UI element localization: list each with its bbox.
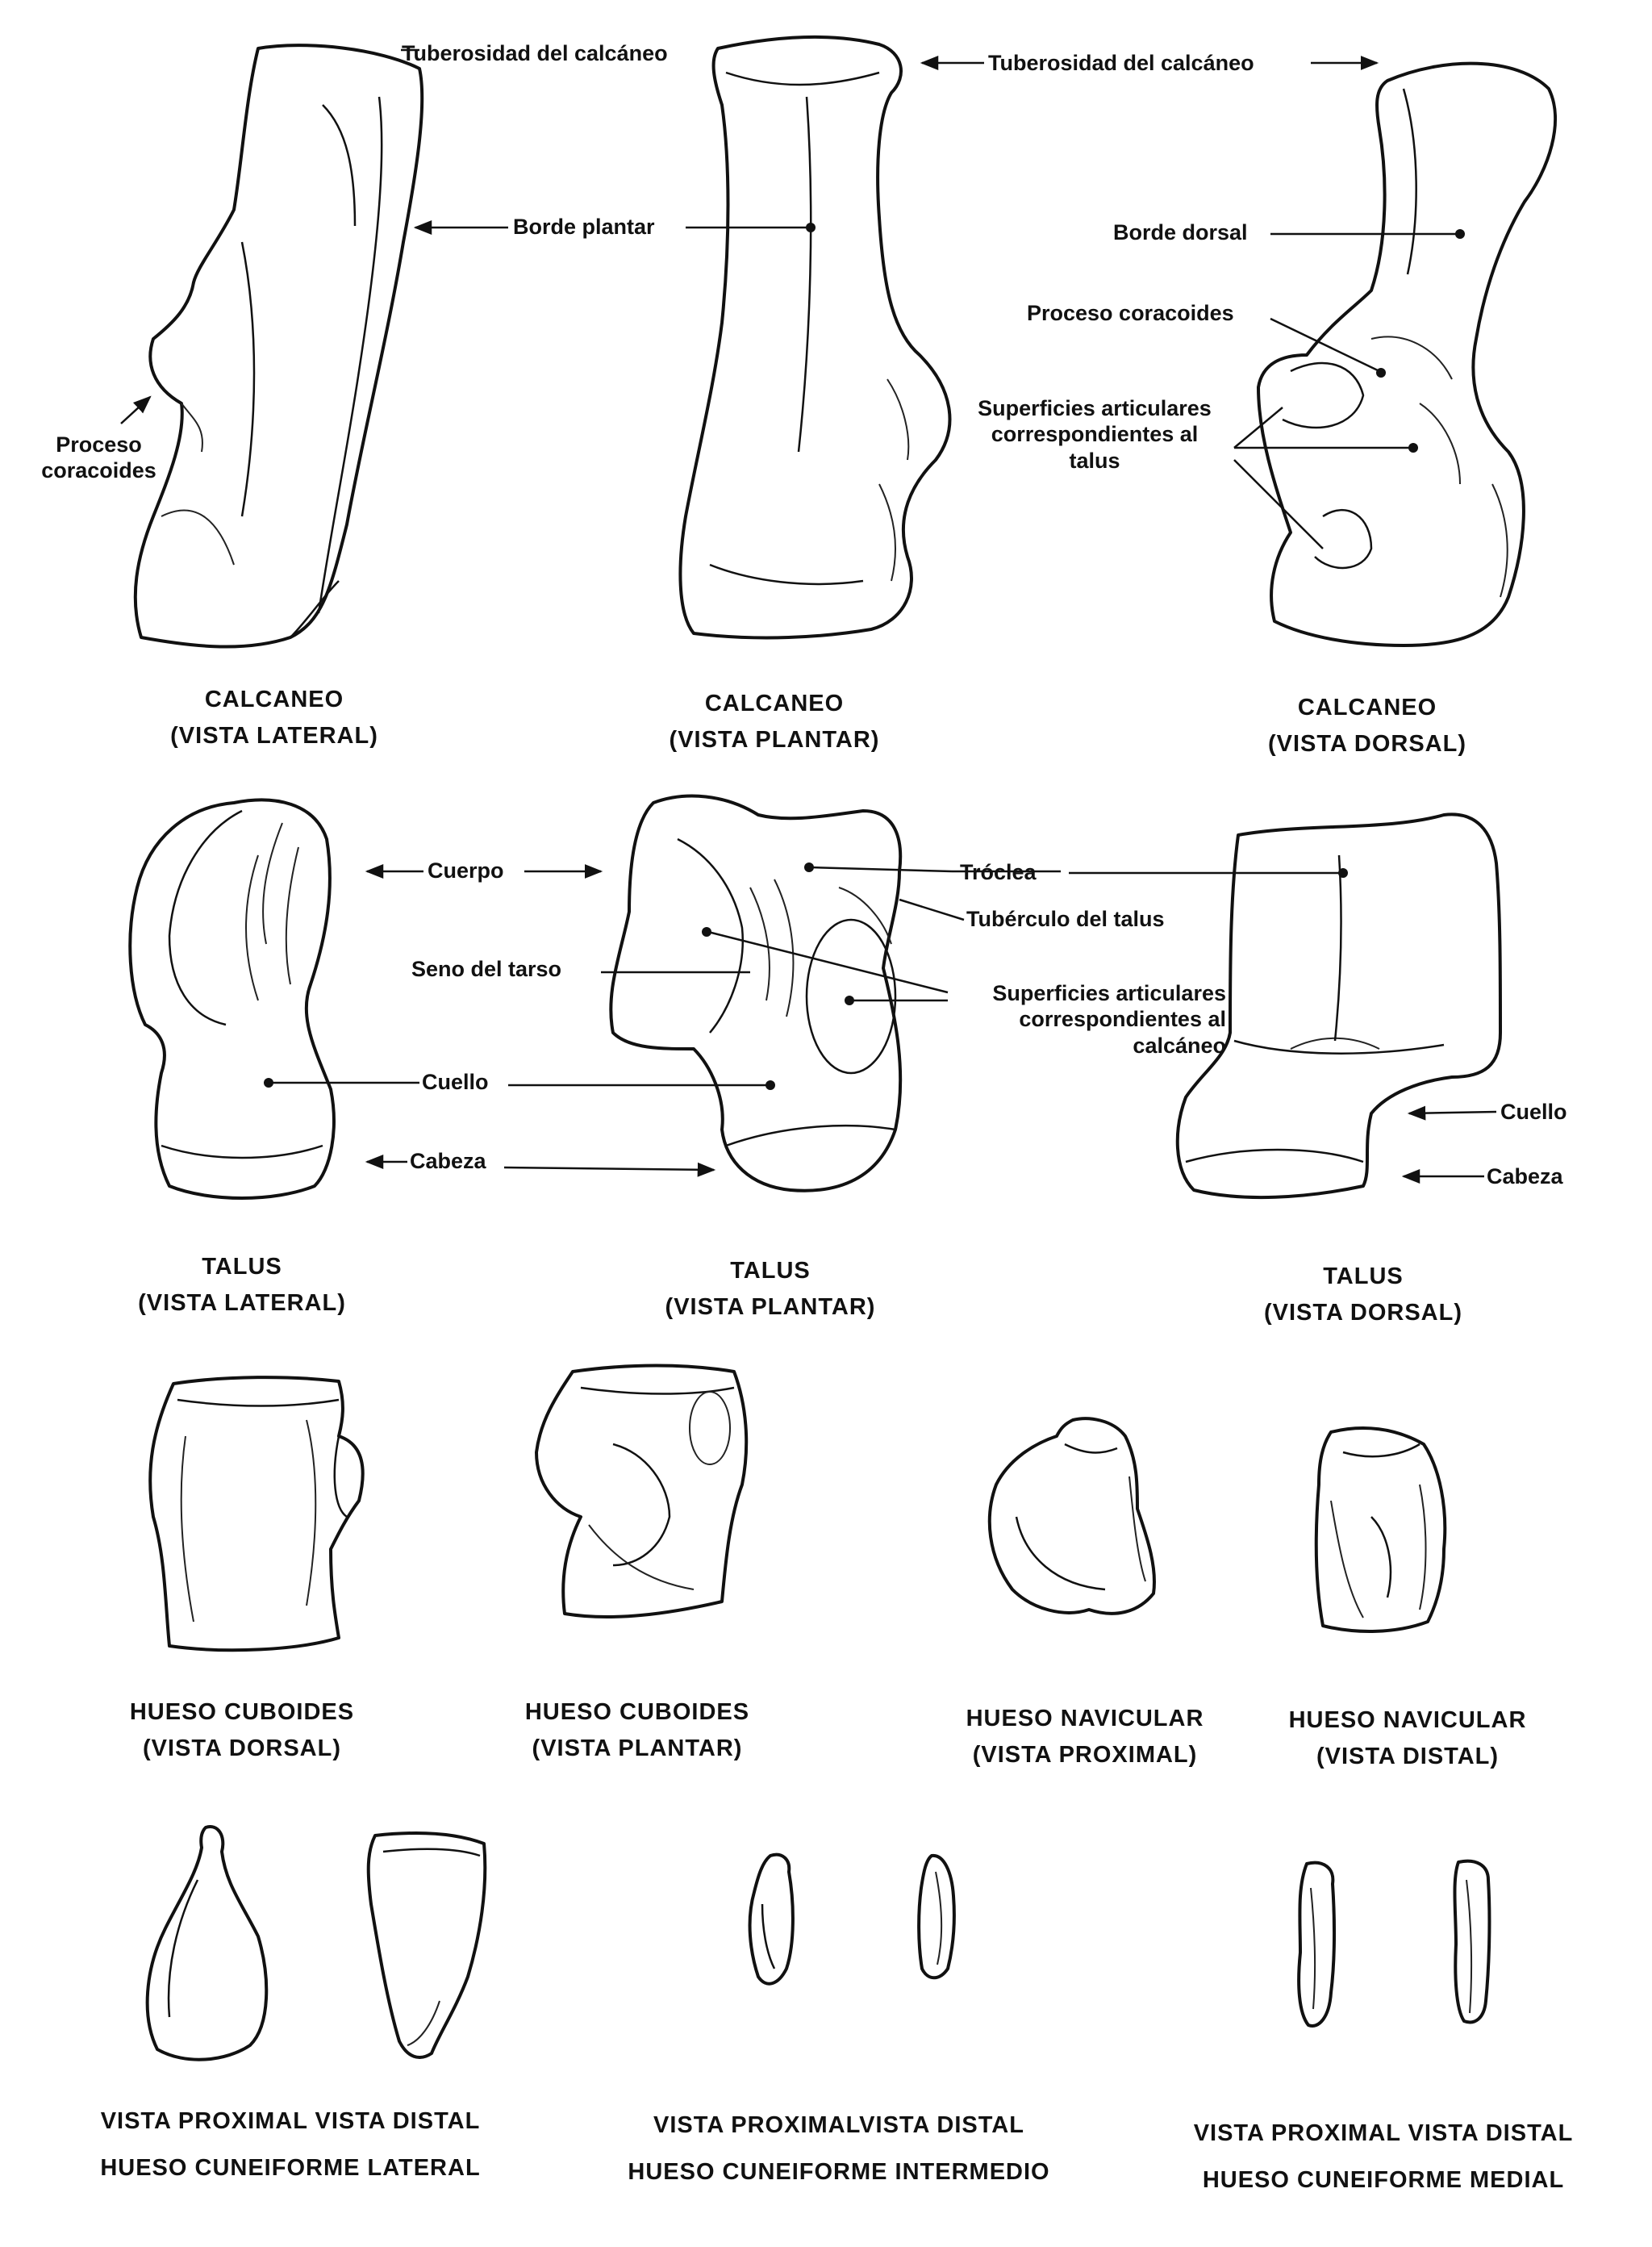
caption-name: TALUS (730, 1258, 811, 1284)
caption-talus-plantar: TALUS (VISTA PLANTAR) (637, 1253, 903, 1326)
cuneiforme-lateral-distal-drawing (366, 1831, 487, 2059)
caption-view: (VISTA PLANTAR) (669, 726, 880, 753)
caption-name: HUESO CUBOIDES (129, 1699, 355, 1725)
caption-name: CALCANEO (204, 687, 344, 712)
cuello-left-dot-1 (264, 1078, 273, 1088)
label-tuberosidad-calcaneo-right: Tuberosidad del calcáneo (988, 51, 1254, 75)
caption-navicular-proximal: HUESO NAVICULAR (VISTA PROXIMAL) (936, 1701, 1234, 1773)
caption-view: (VISTA PLANTAR) (532, 1735, 743, 1761)
talus-dorsal-drawing (1175, 812, 1502, 1200)
caption-view: (VISTA LATERAL) (138, 1289, 346, 1316)
proceso-coracoides-lateral-arrow (120, 395, 152, 424)
borde-plantar-dot (806, 223, 816, 232)
caption-views: VISTA PROXIMAL VISTA DISTAL (100, 2108, 481, 2134)
label-superficies-talus-line-3: talus (1069, 448, 1120, 473)
caption-name: HUESO CUBOIDES (524, 1699, 750, 1725)
label-proceso-line-1: Proceso (56, 432, 142, 457)
superficies-calcaneo-dot-2 (845, 996, 854, 1005)
caption-views: VISTA PROXIMAL VISTA DISTAL (1193, 2120, 1574, 2146)
caption-cuneiforme-medial: VISTA PROXIMAL VISTA DISTAL HUESO CUNEIF… (1129, 2110, 1637, 2203)
superficies-calcaneo-dot-1 (702, 927, 711, 937)
troclea-dot-dorsal (1338, 868, 1348, 878)
caption-name: CALCANEO (704, 691, 845, 716)
caption-views: VISTA PROXIMALVISTA DISTAL (653, 2112, 1024, 2138)
caption-name: HUESO NAVICULAR (966, 1706, 1204, 1731)
caption-view: (VISTA DORSAL) (1264, 1299, 1462, 1326)
label-seno-del-tarso: Seno del tarso (411, 957, 562, 981)
label-superficies-articulares-talus: Superficies articulares correspondientes… (962, 395, 1228, 474)
cuneiforme-lateral-proximal-drawing (145, 1825, 269, 2061)
borde-dorsal-dot (1455, 229, 1465, 239)
caption-cuneiforme-intermedio: VISTA PROXIMALVISTA DISTAL HUESO CUNEIFO… (589, 2102, 1089, 2195)
label-borde-dorsal: Borde dorsal (1113, 220, 1248, 244)
navicular-proximal-drawing (987, 1417, 1156, 1615)
troclea-leader-2 (810, 866, 953, 873)
label-tuberculo-del-talus: Tubérculo del talus (966, 907, 1165, 931)
caption-view: (VISTA PROXIMAL) (972, 1741, 1198, 1768)
caption-talus-dorsal: TALUS (VISTA DORSAL) (1230, 1259, 1496, 1331)
caption-name: TALUS (1323, 1263, 1404, 1289)
caption-view: (VISTA DORSAL) (143, 1735, 341, 1761)
label-proceso-coracoides-lateral: Proceso coracoides (28, 432, 169, 484)
label-cuello-left: Cuello (422, 1070, 489, 1094)
troclea-dot-plantar (804, 862, 814, 872)
superficies-talus-dot (1408, 443, 1418, 453)
cabeza-left-arrow-right (503, 1162, 716, 1177)
calcaneo-lateral-drawing (133, 44, 424, 649)
label-proceso-line-2: coracoides (41, 458, 156, 483)
label-superficies-talus-line-1: Superficies articulares (978, 396, 1212, 420)
proceso-coracoides-dorsal-dot (1376, 368, 1386, 378)
label-borde-plantar: Borde plantar (513, 215, 655, 239)
proceso-coracoides-dorsal-leader (1270, 317, 1380, 373)
caption-cuboides-dorsal: HUESO CUBOIDES (VISTA DORSAL) (105, 1694, 379, 1767)
cuello-right-arrow (1407, 1105, 1497, 1121)
cuello-left-dot-2 (766, 1080, 775, 1090)
label-superficies-calcaneo-line-2: correspondientes al (1019, 1007, 1226, 1032)
talus-lateral-drawing (128, 798, 336, 1200)
superficies-talus-leader-1 (1233, 407, 1283, 449)
calcaneo-dorsal-drawing (1257, 61, 1557, 647)
label-tuberosidad-calcaneo-left: Tuberosidad del calcáneo (402, 41, 668, 65)
caption-view: (VISTA PLANTAR) (665, 1293, 876, 1320)
cuneiforme-intermedio-distal-drawing (917, 1853, 956, 1980)
caption-name: TALUS (202, 1254, 282, 1280)
caption-name: HUESO CUNEIFORME INTERMEDIO (628, 2159, 1050, 2185)
label-cabeza-right: Cabeza (1487, 1164, 1563, 1188)
cuneiforme-medial-distal-drawing (1453, 1859, 1491, 2024)
cuneiforme-medial-proximal-drawing (1297, 1861, 1337, 2028)
cuboides-dorsal-drawing (148, 1376, 365, 1652)
caption-calcaneo-plantar: CALCANEO (VISTA PLANTAR) (641, 686, 907, 758)
label-cabeza-left: Cabeza (410, 1149, 486, 1173)
caption-navicular-distal: HUESO NAVICULAR (VISTA DISTAL) (1258, 1702, 1557, 1775)
navicular-distal-drawing (1314, 1426, 1447, 1633)
caption-view: (VISTA DISTAL) (1316, 1743, 1500, 1769)
caption-view: (VISTA LATERAL) (170, 722, 378, 749)
label-superficies-talus-line-2: correspondientes al (991, 422, 1199, 447)
caption-calcaneo-lateral: CALCANEO (VISTA LATERAL) (145, 682, 403, 754)
label-superficies-calcaneo-line-3: calcáneo (1133, 1033, 1226, 1058)
label-cuerpo: Cuerpo (428, 858, 504, 883)
superficies-calcaneo-leader-1 (707, 930, 949, 994)
caption-name: HUESO CUNEIFORME MEDIAL (1202, 2167, 1565, 2193)
caption-view: (VISTA DORSAL) (1268, 730, 1466, 757)
caption-cuboides-plantar: HUESO CUBOIDES (VISTA PLANTAR) (500, 1694, 774, 1767)
label-cuello-right: Cuello (1500, 1100, 1567, 1124)
talus-plantar-drawing (609, 794, 903, 1192)
label-superficies-articulares-calcaneo: Superficies articulares correspondientes… (928, 980, 1226, 1059)
caption-name: HUESO CUNEIFORME LATERAL (100, 2155, 481, 2181)
superficies-talus-leader-3 (1233, 459, 1324, 549)
caption-name: CALCANEO (1297, 695, 1437, 720)
label-superficies-calcaneo-line-1: Superficies articulares (992, 981, 1226, 1005)
caption-talus-lateral: TALUS (VISTA LATERAL) (109, 1249, 375, 1322)
cuboides-plantar-drawing (535, 1364, 749, 1619)
label-troclea: Tróclea (960, 860, 1037, 884)
cuneiforme-intermedio-proximal-drawing (748, 1852, 795, 1986)
caption-calcaneo-dorsal: CALCANEO (VISTA DORSAL) (1234, 690, 1500, 762)
label-proceso-coracoides-dorsal: Proceso coracoides (1027, 301, 1234, 325)
caption-cuneiforme-lateral: VISTA PROXIMAL VISTA DISTAL HUESO CUNEIF… (48, 2098, 532, 2191)
caption-name: HUESO NAVICULAR (1288, 1707, 1527, 1733)
tuberculo-leader (899, 898, 965, 921)
calcaneo-plantar-drawing (678, 35, 952, 640)
